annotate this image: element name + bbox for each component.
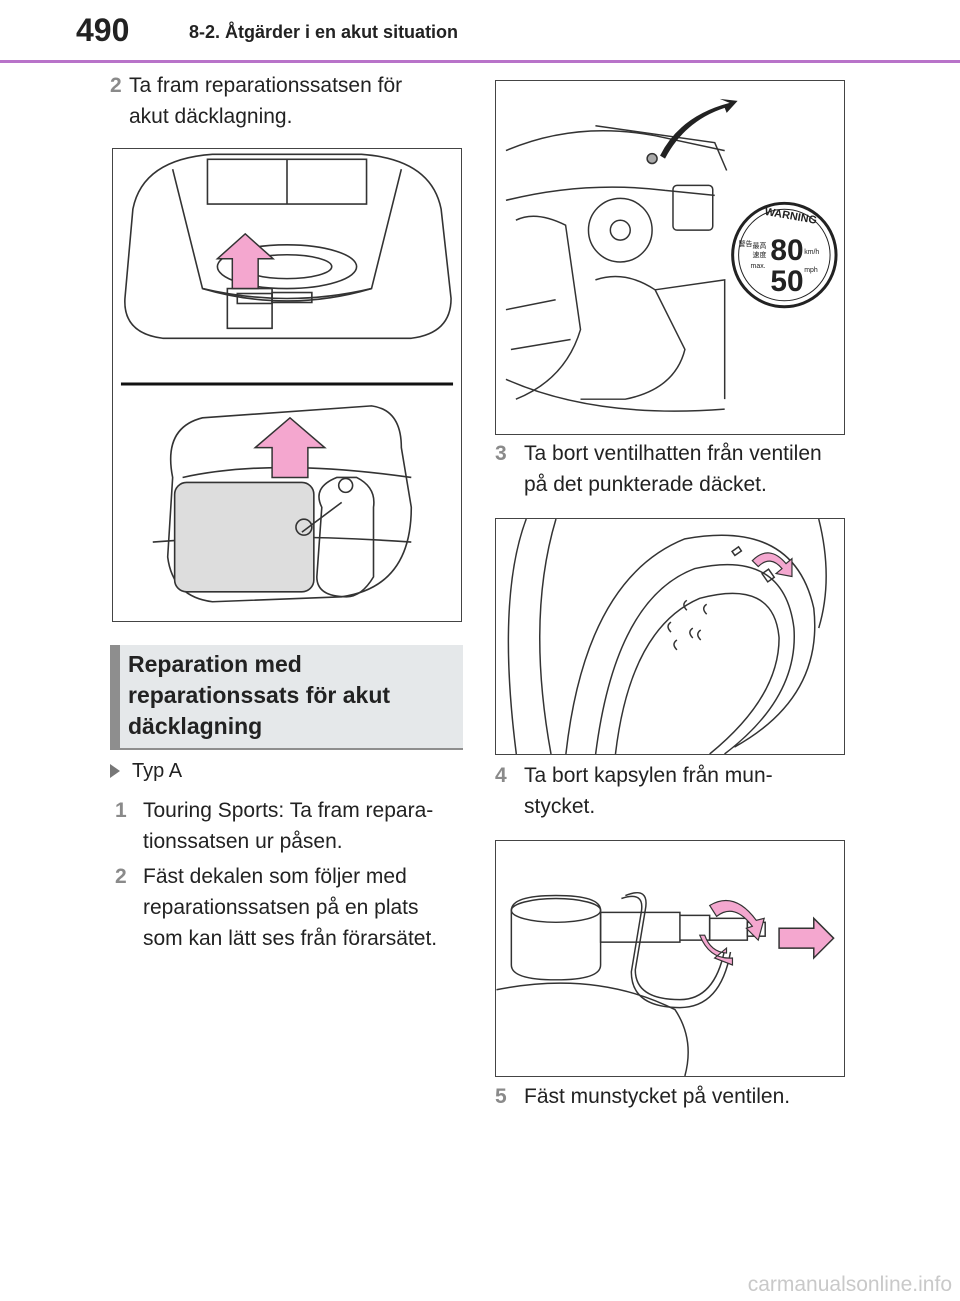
decal-jp-mid: 速度 bbox=[753, 250, 767, 259]
triangle-bullet-icon bbox=[110, 764, 120, 778]
trunk-kit-drawing bbox=[120, 153, 454, 603]
valve-cap-illustration bbox=[495, 518, 845, 755]
step-number: 5 bbox=[495, 1085, 507, 1108]
decal-unit-kmh: km/h bbox=[804, 249, 819, 256]
step-number: 2 bbox=[115, 865, 127, 888]
speed-warning-decal bbox=[731, 201, 838, 309]
section-title: Reparation med reparationssats för akut … bbox=[128, 651, 391, 739]
step-text: Ta fram reparationssatsen för akut däckl… bbox=[129, 74, 403, 128]
wheel-drawing bbox=[507, 519, 827, 754]
step-1-take-out-of-bag: 1 Touring Sports: Ta fram repara- tionss… bbox=[115, 795, 475, 857]
page-header: 490 8-2. Åtgärder i en akut situation bbox=[0, 0, 960, 63]
type-bullet: Typ A bbox=[110, 760, 182, 783]
section-header: Reparation med reparationssats för akut … bbox=[110, 645, 463, 750]
nozzle-cap-illustration bbox=[495, 840, 845, 1077]
step-2-take-out-kit: 2 Ta fram reparationssatsen för akut däc… bbox=[110, 70, 470, 132]
step-text: Ta bort ventilhatten från ventilen på de… bbox=[524, 442, 822, 496]
step-2-attach-decal: 2 Fäst dekalen som följer med reparation… bbox=[115, 861, 475, 954]
step-text: Ta bort kapsylen från mun- stycket. bbox=[524, 764, 773, 818]
step-3-remove-valve-cap: 3 Ta bort ventilhatten från ventilen på … bbox=[495, 438, 855, 500]
step-text: Touring Sports: Ta fram repara- tionssat… bbox=[143, 799, 434, 853]
step-number: 3 bbox=[495, 442, 507, 465]
decal-jp-side: 警告 bbox=[739, 239, 753, 248]
page-number: 490 bbox=[76, 12, 130, 48]
bullet-label: Typ A bbox=[132, 760, 183, 782]
decal-max: max. bbox=[751, 263, 766, 270]
step-4-remove-nozzle-cap: 4 Ta bort kapsylen från mun- stycket. bbox=[495, 760, 855, 822]
step-number: 2 bbox=[110, 74, 122, 97]
step-text: Fäst dekalen som följer med reparationss… bbox=[143, 865, 438, 950]
nozzle-drawing bbox=[496, 892, 835, 1076]
dashboard-decal-drawing: WARNING 80 50 km/h mph max. 最高 速度 警告 bbox=[505, 98, 838, 412]
step-number: 4 bbox=[495, 764, 507, 787]
decal-unit-mph: mph bbox=[804, 267, 818, 274]
decal-speed-kmh: 80 bbox=[770, 234, 803, 267]
decal-speed-mph: 50 bbox=[770, 265, 803, 298]
decal-jp-top: 最高 bbox=[753, 241, 767, 250]
chapter-title: 8-2. Åtgärder i en akut situation bbox=[189, 22, 459, 42]
step-5-attach-nozzle: 5 Fäst munstycket på ventilen. bbox=[495, 1081, 855, 1112]
trunk-kit-illustration bbox=[112, 148, 462, 622]
step-text: Fäst munstycket på ventilen. bbox=[524, 1085, 791, 1108]
decal-placement-illustration: WARNING 80 50 km/h mph max. 最高 速度 警告 bbox=[495, 80, 845, 435]
step-number: 1 bbox=[115, 799, 127, 822]
watermark: carmanualsonline.info bbox=[747, 1273, 952, 1296]
